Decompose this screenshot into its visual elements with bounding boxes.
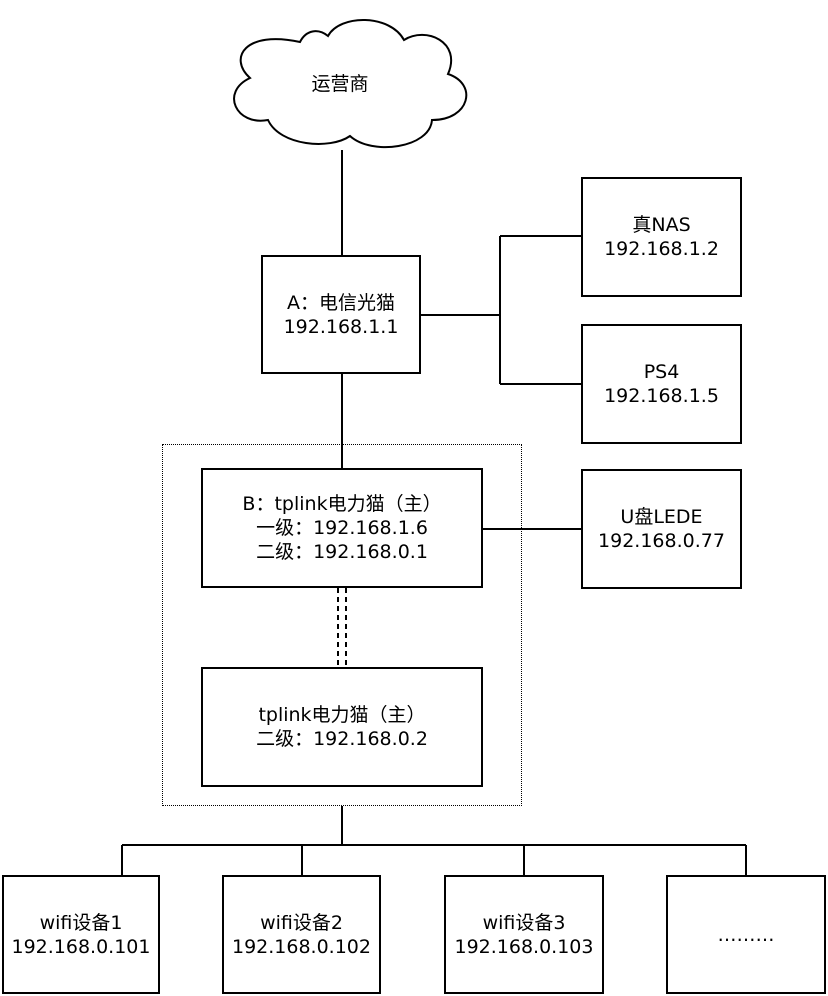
isp-cloud-shape [233, 19, 468, 149]
plc-main-ip-level1: 一级：192.168.1.6 [256, 517, 428, 539]
nas-node: 真NAS 192.168.1.2 [581, 177, 742, 297]
usb-lede-node: U盘LEDE 192.168.0.77 [581, 469, 742, 589]
plc-sub-name: tplink电力猫（主） [258, 704, 426, 726]
device-node-2: wifi设备2 192.168.0.102 [222, 875, 381, 994]
usb-lede-name: U盘LEDE [620, 506, 703, 528]
ps4-name: PS4 [643, 361, 680, 383]
modem-a-name: A：电信光猫 [287, 291, 395, 314]
device-3-name: wifi设备3 [482, 911, 566, 934]
plc-sub-node: tplink电力猫（主） 二级：192.168.0.2 [201, 667, 483, 787]
device-node-1: wifi设备1 192.168.0.101 [2, 875, 160, 994]
modem-a-node: A：电信光猫 192.168.1.1 [261, 255, 421, 374]
plc-sub-ip: 二级：192.168.0.2 [256, 728, 428, 750]
ps4-node: PS4 192.168.1.5 [581, 324, 742, 444]
plc-main-node: B：tplink电力猫（主） 一级：192.168.1.6 二级：192.168… [201, 468, 483, 588]
device-node-3: wifi设备3 192.168.0.103 [444, 875, 604, 994]
device-1-ip: 192.168.0.101 [11, 935, 151, 958]
plc-main-ip-level2: 二级：192.168.0.1 [256, 541, 428, 563]
device-2-ip: 192.168.0.102 [231, 935, 371, 958]
device-2-name: wifi设备2 [260, 911, 343, 934]
ps4-ip: 192.168.1.5 [604, 385, 719, 407]
powerline-group [162, 444, 522, 806]
usb-lede-ip: 192.168.0.77 [598, 530, 725, 552]
plc-main-name: B：tplink电力猫（主） [242, 493, 442, 515]
device-3-ip: 192.168.0.103 [454, 935, 594, 958]
device-1-name: wifi设备1 [39, 911, 123, 934]
device-node-more: ……… [666, 875, 826, 994]
nas-ip: 192.168.1.2 [604, 238, 719, 260]
device-more-ellipsis: ……… [717, 923, 775, 946]
modem-a-ip: 192.168.1.1 [283, 315, 399, 338]
nas-name: 真NAS [632, 214, 691, 236]
isp-label: 运营商 [311, 73, 369, 95]
